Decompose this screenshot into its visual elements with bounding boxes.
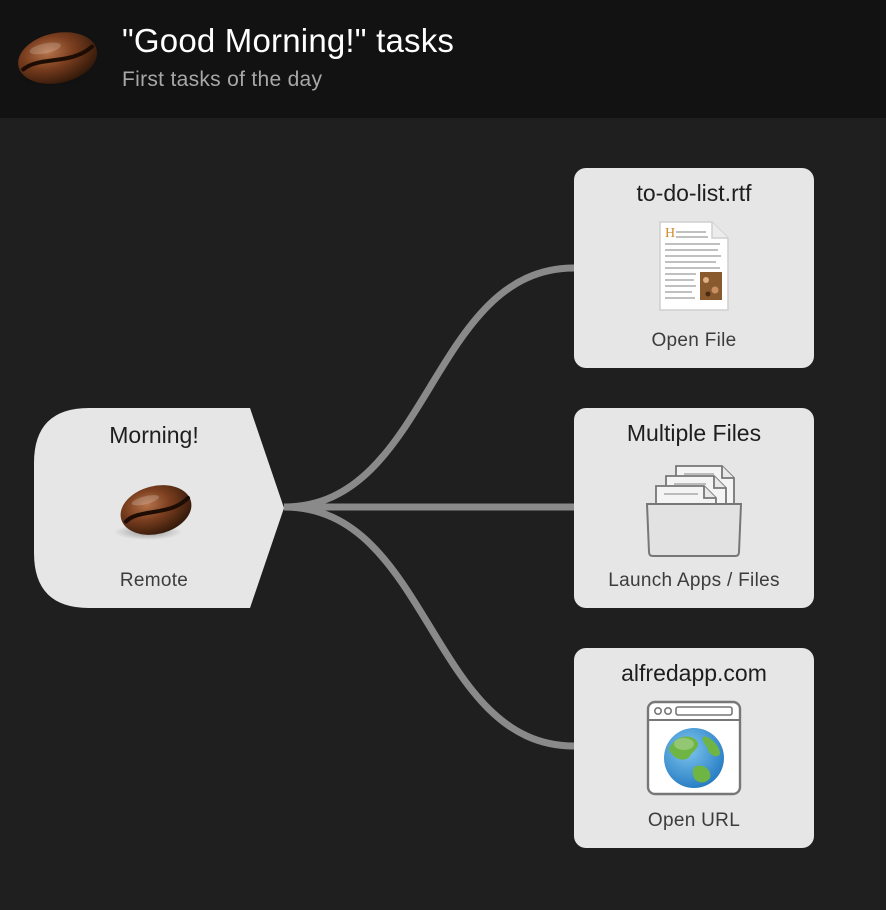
open-file-action-node[interactable]: to-do-list.rtf H Open File (574, 168, 814, 368)
trigger-subtitle: Remote (119, 570, 189, 591)
workflow-subtitle: First tasks of the day (122, 68, 323, 91)
open-url-title: alfredapp.com (621, 660, 767, 686)
launch-files-action-node[interactable]: Multiple Files Launch Apps / Files (574, 408, 814, 608)
rtf-document-icon: H (659, 221, 729, 311)
open-url-action-node[interactable]: alfredapp.com Open URL (574, 648, 814, 848)
remote-trigger-node[interactable]: Morning! Remote (34, 408, 284, 608)
open-url-subtitle: Open URL (647, 810, 741, 831)
coffee-bean-icon (114, 485, 192, 540)
connector-to-open-url (283, 503, 575, 750)
workflow-header: "Good Morning!" tasks First tasks of the… (0, 0, 886, 118)
svg-text:H: H (665, 226, 675, 241)
open-file-title: to-do-list.rtf (636, 180, 752, 206)
folder-files-icon (645, 465, 743, 557)
coffee-bean-icon (14, 32, 98, 87)
connector-to-open-file (283, 264, 575, 511)
workflow-title: "Good Morning!" tasks (122, 22, 455, 59)
open-file-subtitle: Open File (651, 330, 737, 351)
launch-files-title: Multiple Files (626, 420, 762, 446)
browser-globe-icon (646, 700, 742, 796)
trigger-title: Morning! (109, 422, 199, 448)
launch-files-subtitle: Launch Apps / Files (608, 570, 780, 591)
